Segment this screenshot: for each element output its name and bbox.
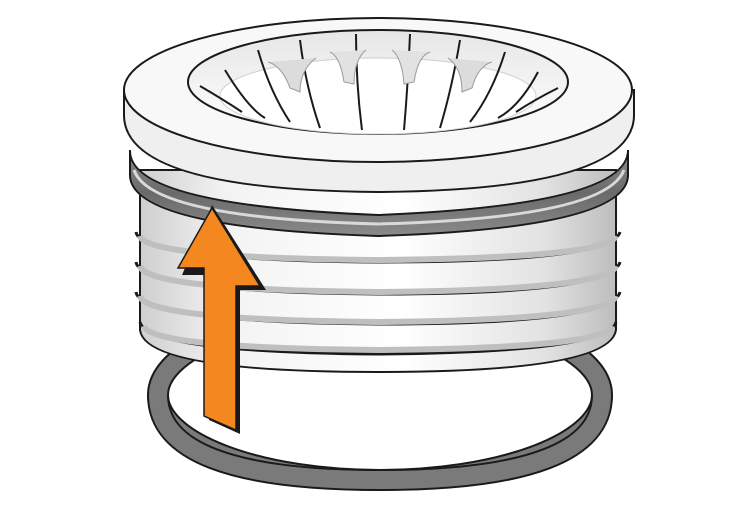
splined-bore: [188, 30, 568, 134]
